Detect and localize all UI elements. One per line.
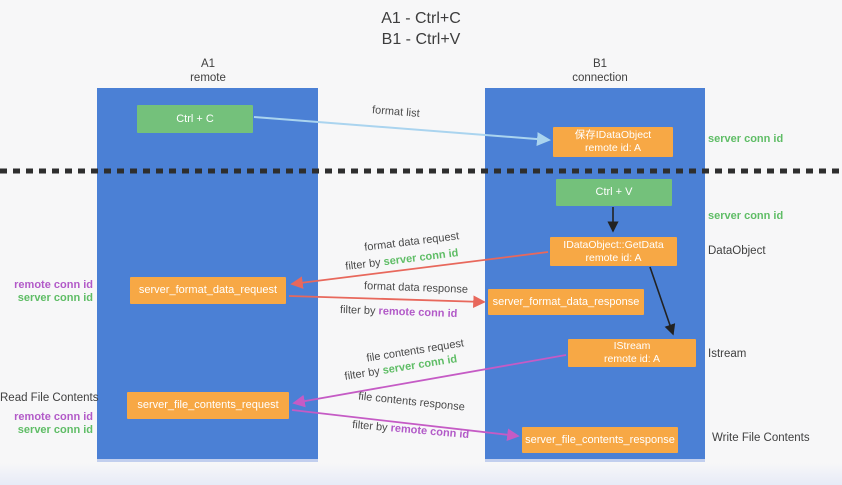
node-server-format-data-request: server_format_data_request (130, 277, 286, 304)
node-istream: IStream remote id: A (568, 339, 696, 367)
column-header-a1: A1 remote (138, 57, 278, 85)
node-file-response-label: server_file_contents_response (525, 433, 675, 446)
column-header-b1: B1 connection (530, 57, 670, 85)
filter-by-text: filter by (339, 303, 379, 318)
arrow-format-data-request (290, 251, 549, 289)
label-server-conn-id-mid: server conn id (708, 210, 784, 222)
node-idataobject-getdata: IDataObject::GetData remote id: A (550, 237, 677, 266)
column-b1-subtitle: connection (572, 72, 628, 84)
arrow-format-data-response (288, 295, 486, 308)
label-istream: Istream (708, 348, 747, 360)
node-getdata-line1: IDataObject::GetData (563, 238, 664, 251)
node-getdata-line2: remote id: A (585, 251, 642, 264)
arrow-file-contents-request (292, 354, 567, 408)
label-remote-conn-id-left-1: remote conn id (14, 279, 93, 291)
node-ctrl-v-label: Ctrl + V (595, 186, 633, 198)
diagram-title: A1 - Ctrl+C B1 - Ctrl+V (0, 8, 842, 50)
node-server-file-contents-response: server_file_contents_response (522, 427, 678, 453)
column-a1-subtitle: remote (190, 72, 226, 84)
label-server-conn-id-top: server conn id (708, 133, 784, 145)
node-format-response-label: server_format_data_response (492, 295, 640, 308)
title-line-2: B1 - Ctrl+V (381, 31, 461, 48)
node-ctrl-v: Ctrl + V (556, 179, 672, 206)
label-remote-conn-id-left-2: remote conn id (14, 411, 93, 423)
arrow-format-list (253, 116, 551, 147)
node-format-request-label: server_format_data_request (138, 284, 278, 296)
node-save-idataobject-line2: remote id: A (584, 142, 642, 154)
arrow-getdata-to-istream (649, 266, 676, 336)
node-file-request-label: server_file_contents_request (137, 399, 279, 411)
label-write-file-contents: Write File Contents (712, 432, 810, 444)
node-ctrl-c-label: Ctrl + C (176, 112, 214, 125)
node-istream-line2: remote id: A (603, 353, 661, 365)
label-dataobject: DataObject (708, 245, 766, 257)
label-read-file-contents: Read File Contents (0, 392, 99, 404)
label-server-conn-id-left-1: server conn id (17, 292, 93, 304)
node-save-idataobject: 保存IDataObject remote id: A (553, 127, 673, 157)
node-save-idataobject-line1: 保存IDataObject (574, 129, 652, 141)
node-ctrl-c: Ctrl + C (137, 105, 253, 133)
label-server-conn-id-left-2: server conn id (17, 424, 93, 436)
node-server-file-contents-request: server_file_contents_request (127, 392, 289, 419)
node-server-format-data-response: server_format_data_response (488, 289, 644, 315)
column-a1-name: A1 (200, 58, 216, 70)
title-line-1: A1 - Ctrl+C (381, 10, 461, 27)
bottom-gradient (0, 463, 842, 485)
column-b1-name: B1 (592, 58, 608, 70)
arrow-file-contents-response (291, 409, 520, 442)
node-istream-line1: IStream (613, 340, 651, 352)
